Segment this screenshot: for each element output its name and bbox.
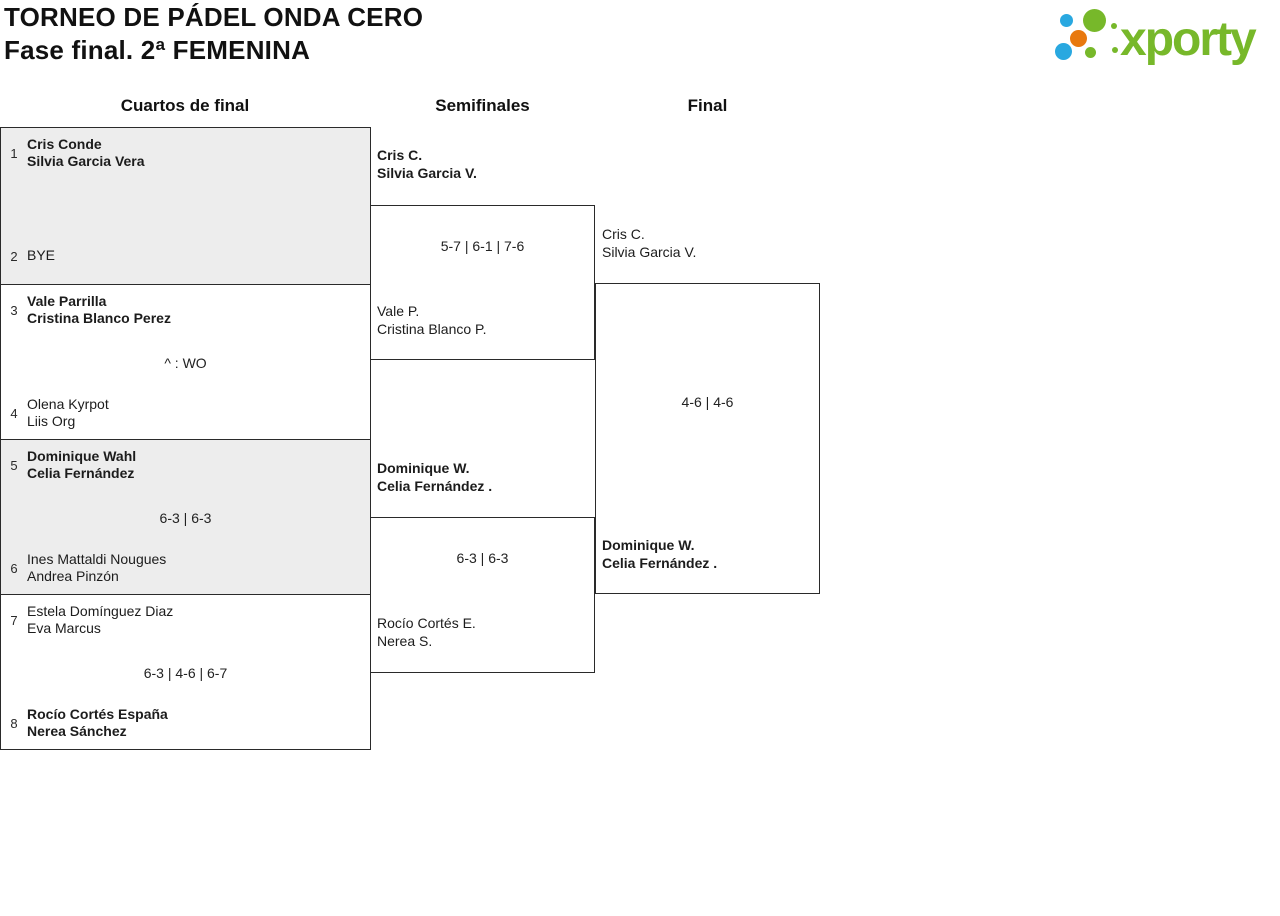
team-entry: 3 Vale Parrilla Cristina Blanco Perez xyxy=(7,292,366,328)
semifinal-2-bottom-team: Rocío Cortés E. Nerea S. xyxy=(377,614,476,650)
semifinal-1-top-team: Cris C. Silvia Garcia V. xyxy=(377,146,477,182)
player-name: Celia Fernández xyxy=(27,465,135,481)
xporty-logo[interactable]: xporty xyxy=(1050,5,1278,75)
semifinal-match-2-box: 6-3 | 6-3 xyxy=(370,517,595,673)
team-names: Estela Domínguez Diaz Eva Marcus xyxy=(27,603,173,638)
player-name: Cris Conde xyxy=(27,135,102,152)
player-name: Dominique W. xyxy=(602,537,695,553)
match-score: 6-3 | 4-6 | 6-7 xyxy=(143,665,228,681)
seed-number: 8 xyxy=(10,715,18,731)
quarterfinal-match-4-box: 7 Estela Domínguez Diaz Eva Marcus 6-3 |… xyxy=(0,594,371,750)
team-entry: 2 BYE xyxy=(7,238,366,274)
player-name: Liis Org xyxy=(27,413,76,429)
player-name: Silvia Garcia V. xyxy=(377,165,477,181)
match-score xyxy=(1,197,370,215)
quarterfinal-match-3-box: 5 Dominique Wahl Celia Fernández 6-3 | 6… xyxy=(0,439,371,595)
team-entry: 6 Ines Mattaldi Nougues Andrea Pinzón xyxy=(7,550,366,586)
team-names: Ines Mattaldi Nougues Andrea Pinzón xyxy=(27,551,166,586)
logo-wordmark: xporty xyxy=(1120,13,1257,66)
player-name: Nerea Sánchez xyxy=(27,723,127,739)
seed-number: 6 xyxy=(10,560,18,576)
column-header-semifinals: Semifinales xyxy=(435,96,530,115)
semifinal-1-bottom-team: Vale P. Cristina Blanco P. xyxy=(377,302,486,338)
seed-number: 5 xyxy=(10,457,18,473)
team-entry: 4 Olena Kyrpot Liis Org xyxy=(7,395,366,431)
team-names: Rocío Cortés España Nerea Sánchez xyxy=(27,706,168,741)
quarterfinal-match-2-box: 3 Vale Parrilla Cristina Blanco Perez ^ … xyxy=(0,284,371,440)
final-match-box: 4-6 | 4-6 xyxy=(595,283,820,594)
page-title: TORNEO DE PÁDEL ONDA CERO xyxy=(4,2,424,32)
player-name: Celia Fernández . xyxy=(602,555,718,571)
team-names: Dominique Wahl Celia Fernández xyxy=(27,448,136,483)
semifinal-2-top-team: Dominique W. Celia Fernández . xyxy=(377,459,492,495)
team-entry: 1 Cris Conde Silvia Garcia Vera xyxy=(7,135,366,171)
semifinal-match-1-box: 5-7 | 6-1 | 7-6 xyxy=(370,205,595,360)
logo-dot-icon xyxy=(1055,43,1072,60)
seed-number: 7 xyxy=(10,612,18,628)
player-name: Eva Marcus xyxy=(27,620,101,636)
team-entry: 5 Dominique Wahl Celia Fernández xyxy=(7,447,366,483)
logo-dot-icon xyxy=(1111,23,1117,29)
seed-number: 3 xyxy=(10,302,18,318)
player-name: Rocío Cortés España xyxy=(27,705,168,722)
match-score: 5-7 | 6-1 | 7-6 xyxy=(440,238,525,254)
logo-dot-icon xyxy=(1112,47,1118,53)
team-entry: 7 Estela Domínguez Diaz Eva Marcus xyxy=(7,602,366,638)
player-name: Rocío Cortés E. xyxy=(377,615,476,631)
player-name: Dominique W. xyxy=(377,460,470,476)
player-name: BYE xyxy=(27,247,56,264)
page-subtitle: Fase final. 2ª FEMENINA xyxy=(4,35,311,65)
player-name: Andrea Pinzón xyxy=(27,568,119,584)
match-score: 4-6 | 4-6 xyxy=(681,394,734,410)
logo-dot-icon xyxy=(1060,14,1073,27)
quarterfinal-match-1-box: 1 Cris Conde Silvia Garcia Vera 2 BYE xyxy=(0,127,371,285)
logo-dot-icon xyxy=(1070,30,1087,47)
player-name: Vale P. xyxy=(377,303,420,319)
team-names: Vale Parrilla Cristina Blanco Perez xyxy=(27,293,171,328)
logo-dot-icon xyxy=(1083,9,1106,32)
player-name: Vale Parrilla xyxy=(27,292,107,309)
final-bottom-team: Dominique W. Celia Fernández . xyxy=(602,536,717,572)
match-score: ^ : WO xyxy=(164,355,207,371)
player-name: Celia Fernández . xyxy=(377,478,493,494)
player-name: Cris C. xyxy=(602,226,645,242)
seed-number: 2 xyxy=(10,248,18,264)
team-entry: 8 Rocío Cortés España Nerea Sánchez xyxy=(7,705,366,741)
column-header-quarterfinals: Cuartos de final xyxy=(120,96,250,115)
column-header-final: Final xyxy=(687,96,728,115)
player-name: Olena Kyrpot xyxy=(27,395,109,412)
player-name: Cristina Blanco Perez xyxy=(27,310,171,326)
page-header: TORNEO DE PÁDEL ONDA CERO Fase final. 2ª… xyxy=(4,1,423,67)
match-score: 6-3 | 6-3 xyxy=(159,510,212,526)
player-name: Silvia Garcia V. xyxy=(602,244,697,260)
match-score: 6-3 | 6-3 xyxy=(456,550,509,566)
player-name: Estela Domínguez Diaz xyxy=(27,602,174,619)
player-name: Dominique Wahl xyxy=(27,447,137,464)
player-name: Cris C. xyxy=(377,147,423,163)
team-names: BYE xyxy=(27,247,55,265)
seed-number: 4 xyxy=(10,405,18,421)
player-name: Ines Mattaldi Nougues xyxy=(27,550,167,567)
player-name: Cristina Blanco P. xyxy=(377,321,487,337)
final-top-team: Cris C. Silvia Garcia V. xyxy=(602,225,696,261)
player-name: Nerea S. xyxy=(377,633,433,649)
player-name: Silvia Garcia Vera xyxy=(27,153,145,169)
team-names: Olena Kyrpot Liis Org xyxy=(27,396,109,431)
seed-number: 1 xyxy=(10,145,18,161)
team-names: Cris Conde Silvia Garcia Vera xyxy=(27,136,145,171)
logo-dot-icon xyxy=(1085,47,1096,58)
